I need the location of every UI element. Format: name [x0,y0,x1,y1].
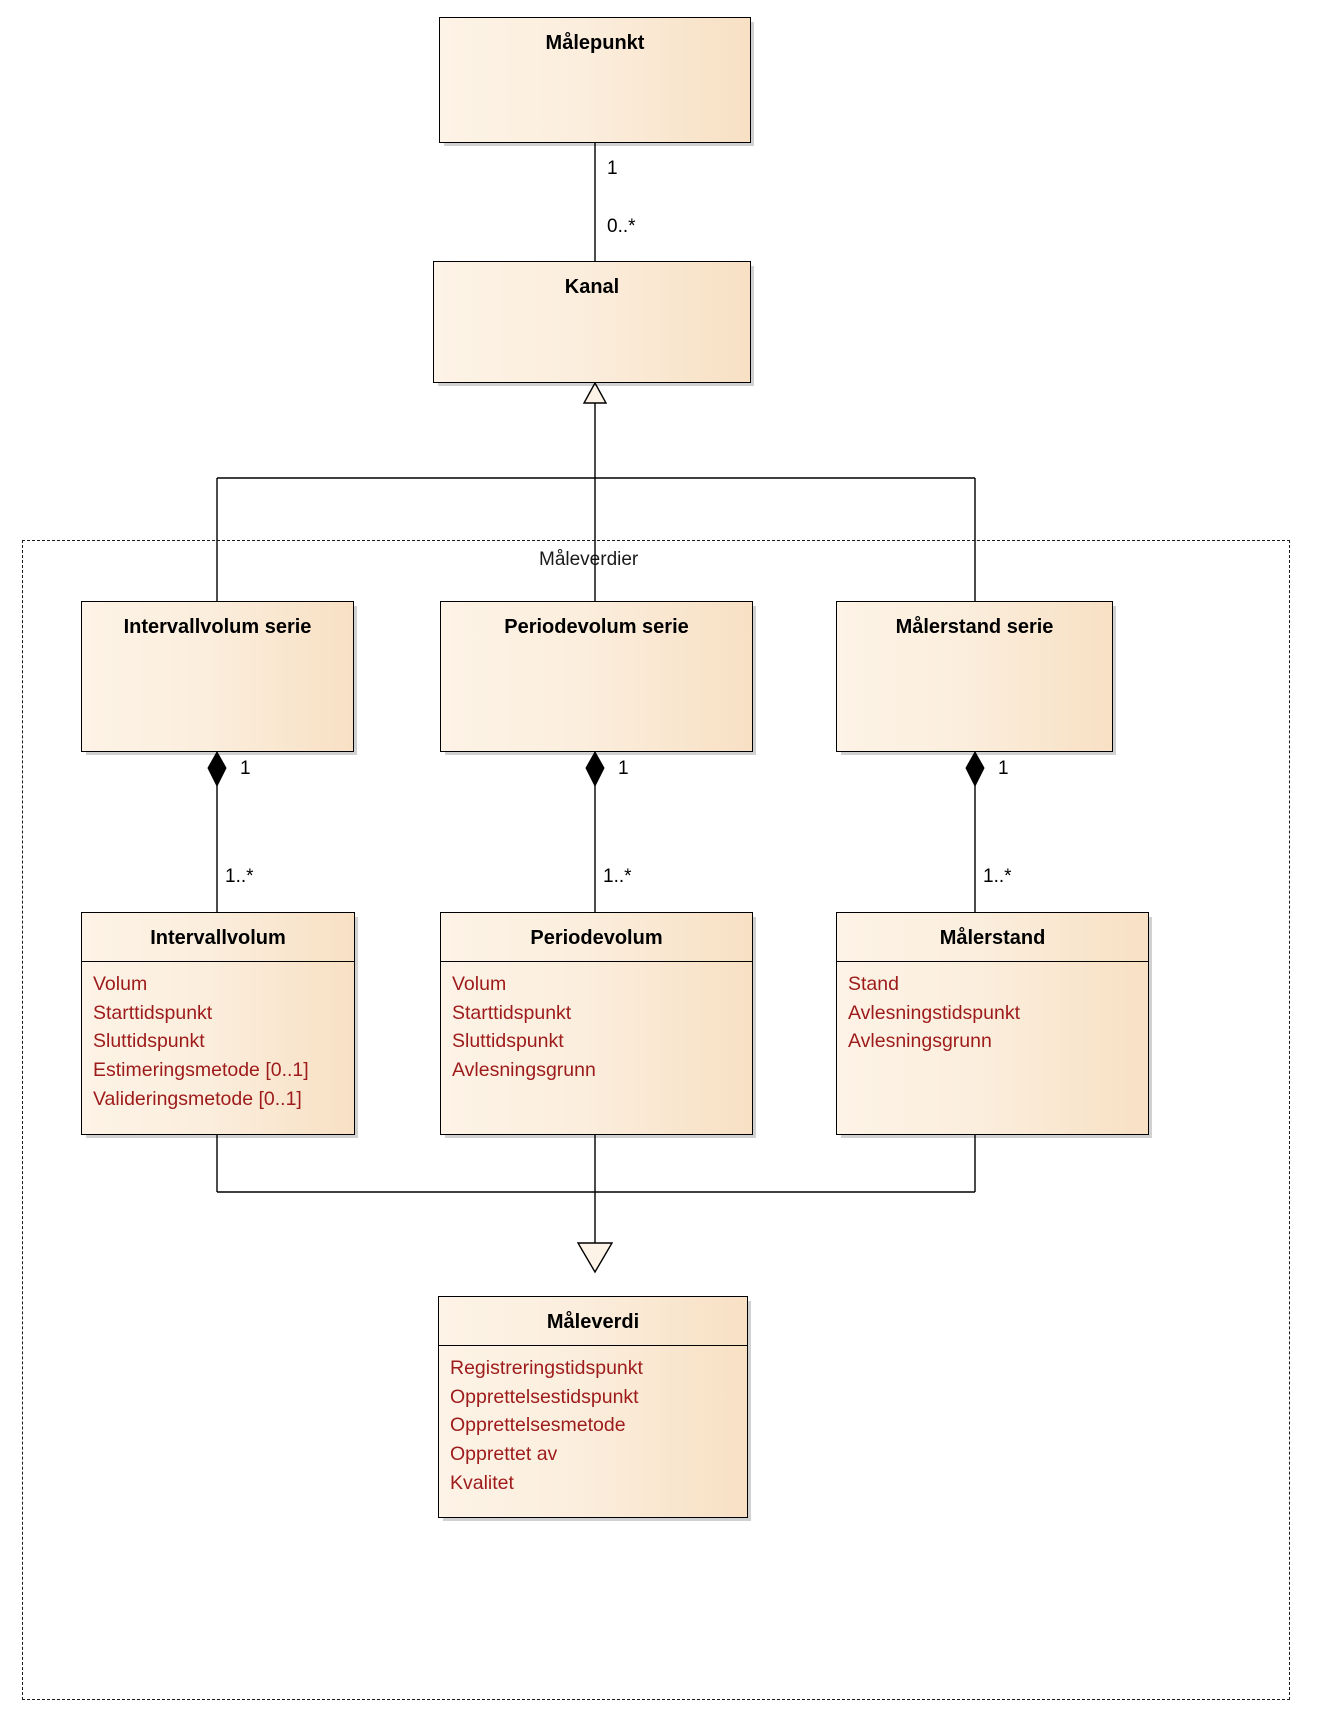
multiplicity-malerstand-target: 1..* [983,866,1012,887]
attribute-list-intervallvolum: Volum Starttidspunkt Sluttidspunkt Estim… [82,962,354,1119]
multiplicity-intervallvolum-target: 1..* [225,866,254,887]
attribute-item: Estimeringsmetode [0..1] [93,1058,309,1081]
class-box-intervallvolum[interactable]: Intervallvolum Volum Starttidspunkt Slut… [81,912,355,1135]
attribute-list-maleverdi: Registreringstidspunkt Opprettelsestidsp… [439,1346,747,1503]
multiplicity-periodevolum-target: 1..* [603,866,632,887]
class-box-malerstand[interactable]: Målerstand Stand Avlesningstidspunkt Avl… [836,912,1149,1135]
multiplicity-intervallvolumserie-source: 1 [240,758,251,779]
attribute-item: Kvalitet [450,1471,514,1494]
class-box-maleverdi[interactable]: Måleverdi Registreringstidspunkt Opprett… [438,1296,748,1518]
attribute-item: Starttidspunkt [93,1001,213,1024]
class-name-intervallvolum-serie: Intervallvolum serie [123,616,312,638]
multiplicity-malerstandserie-source: 1 [998,758,1009,779]
attribute-item: Sluttidspunkt [93,1030,205,1053]
attribute-item: Sluttidspunkt [452,1030,564,1053]
multiplicity-malepunkt-kanal-target: 0..* [607,216,636,237]
class-box-periodevolum-serie[interactable]: Periodevolum serie [440,601,753,752]
attribute-item: Opprettelsestidspunkt [450,1385,639,1408]
class-box-malepunkt[interactable]: Målepunkt [439,17,751,143]
class-name-intervallvolum: Intervallvolum [82,913,354,962]
class-name-kanal: Kanal [564,276,620,298]
class-box-kanal[interactable]: Kanal [433,261,751,383]
attribute-item: Opprettet av [450,1442,558,1465]
attribute-item: Opprettelsesmetode [450,1414,626,1437]
class-name-malepunkt: Målepunkt [545,32,645,54]
class-box-intervallvolum-serie[interactable]: Intervallvolum serie [81,601,354,752]
class-name-periodevolum: Periodevolum [441,913,752,962]
attribute-item: Avlesningsgrunn [452,1058,596,1081]
attribute-item: Registreringstidspunkt [450,1357,643,1379]
attribute-item: Valideringsmetode [0..1] [93,1087,302,1110]
class-box-malerstand-serie[interactable]: Målerstand serie [836,601,1113,752]
class-box-periodevolum[interactable]: Periodevolum Volum Starttidspunkt Slutti… [440,912,753,1135]
generalization-arrow-kanal [582,381,608,404]
attribute-item: Volum [93,973,148,995]
package-maleverdier [22,540,1290,1700]
class-name-malerstand: Målerstand [837,913,1148,962]
class-name-malerstand-serie: Målerstand serie [895,616,1054,638]
multiplicity-periodevolumserie-source: 1 [618,758,629,779]
class-name-maleverdi: Måleverdi [439,1297,747,1346]
class-name-periodevolum-serie: Periodevolum serie [504,616,689,638]
package-maleverdier-label: Måleverdier [539,549,639,570]
attribute-item: Avlesningstidspunkt [848,1001,1020,1024]
attribute-item: Stand [848,973,899,995]
attribute-item: Volum [452,973,507,995]
attribute-list-periodevolum: Volum Starttidspunkt Sluttidspunkt Avles… [441,962,752,1091]
attribute-item: Starttidspunkt [452,1001,572,1024]
attribute-item: Avlesningsgrunn [848,1030,992,1053]
attribute-list-malerstand: Stand Avlesningstidspunkt Avlesningsgrun… [837,962,1148,1062]
multiplicity-malepunkt-kanal-source: 1 [607,158,618,179]
